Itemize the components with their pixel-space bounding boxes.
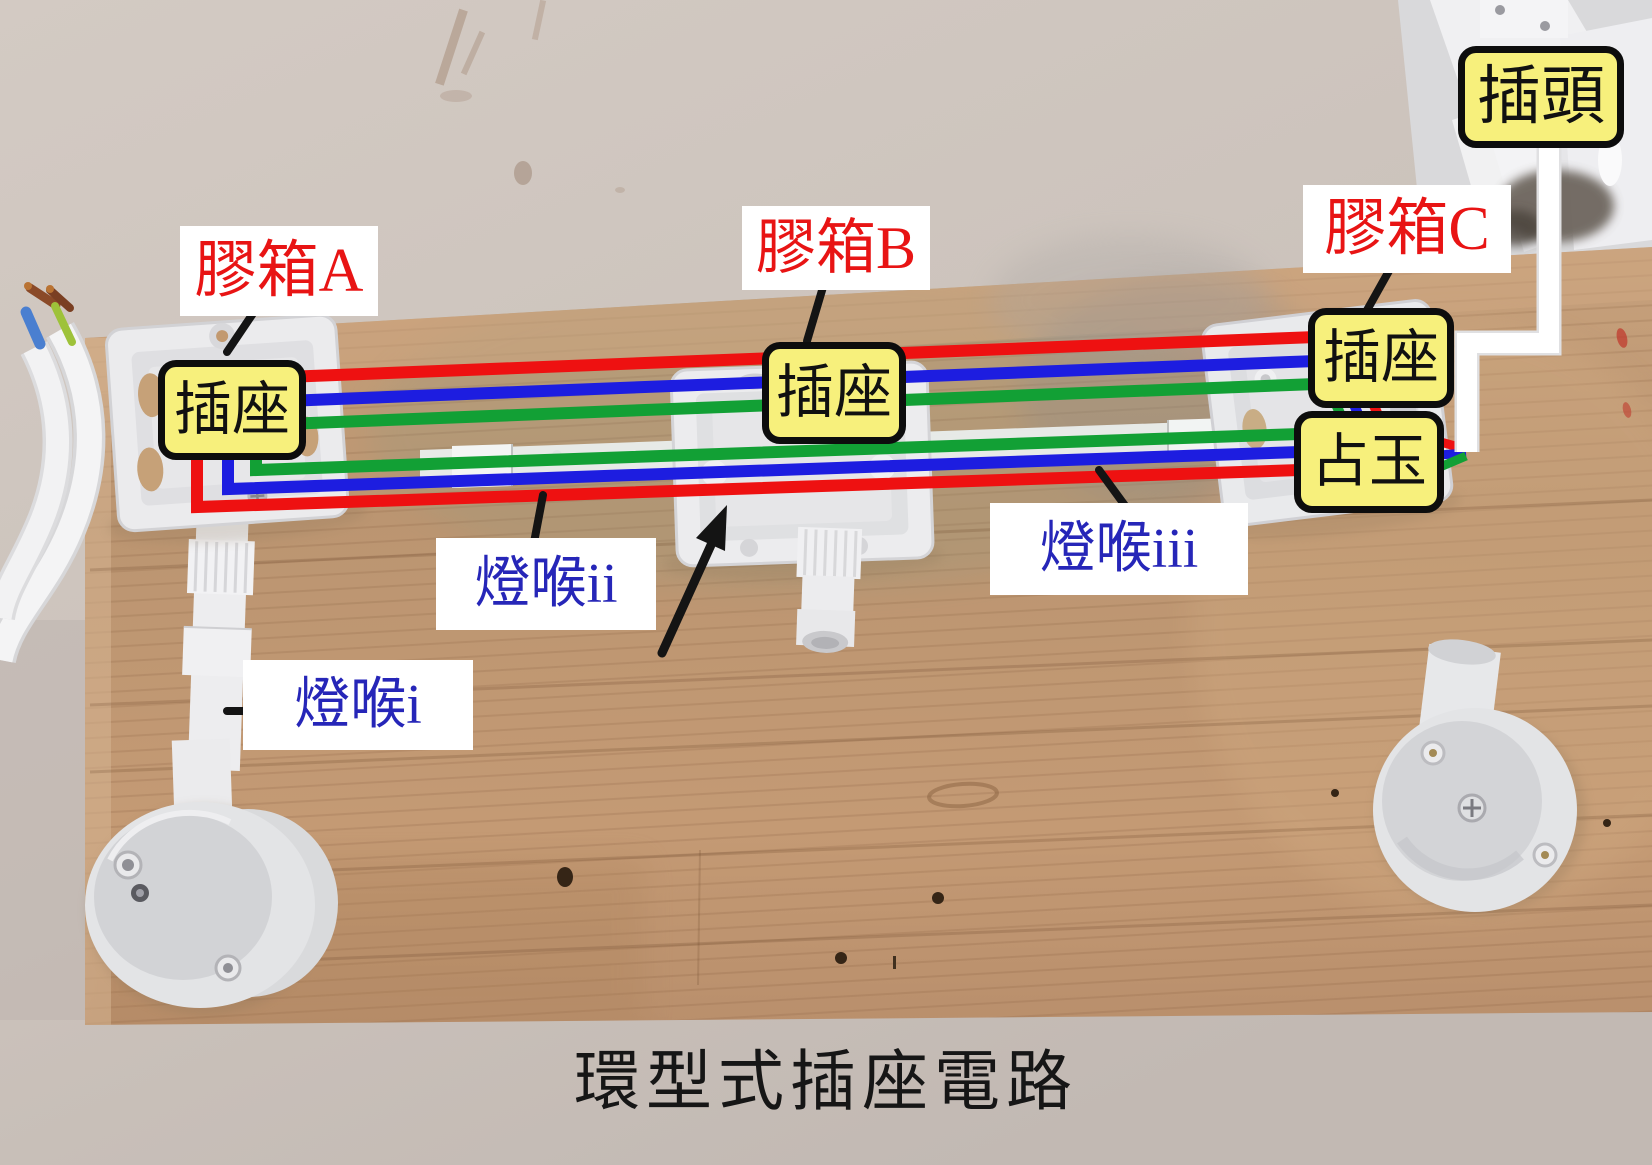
label-box-a: 膠箱A xyxy=(180,226,378,316)
image-title: 環型式插座電路 xyxy=(0,1028,1652,1124)
table-stains xyxy=(435,0,625,193)
label-box-c-text: 膠箱C xyxy=(1324,195,1490,263)
label-conduit-iii-text: 燈喉iii xyxy=(1039,518,1199,580)
cable-conductors xyxy=(20,282,76,350)
coiled-cable xyxy=(0,282,106,664)
label-socket-c: 插座 xyxy=(1308,308,1454,408)
label-plug: 插頭 xyxy=(1458,46,1624,148)
annotation-pointers xyxy=(223,258,1398,715)
label-plug-text: 插頭 xyxy=(1477,61,1605,132)
label-conduit-i: 燈喉i xyxy=(243,660,473,750)
label-box-b: 膠箱B xyxy=(742,206,930,290)
pointer-box-b xyxy=(803,283,827,345)
label-socket-a: 插座 xyxy=(158,360,306,460)
label-conduit-ii: 燈喉ii xyxy=(436,538,656,630)
big-arrow xyxy=(657,505,727,658)
conduit-box-b xyxy=(796,526,863,653)
wire-white-plug xyxy=(1454,128,1562,452)
label-box-b-text: 膠箱B xyxy=(755,215,917,281)
label-socket-b-text: 插座 xyxy=(775,360,892,425)
label-conduit-ii-text: 燈喉ii xyxy=(474,553,618,615)
label-conduit-i-text: 燈喉i xyxy=(294,674,422,736)
label-socket-a-text: 插座 xyxy=(173,377,290,442)
label-conduit-iii: 燈喉iii xyxy=(990,503,1248,595)
label-socket-c-text: 插座 xyxy=(1322,325,1439,390)
label-socket-b: 插座 xyxy=(762,342,906,444)
label-spur: 占玉 xyxy=(1294,411,1444,513)
round-box-left xyxy=(85,802,338,1015)
label-spur-text: 占玉 xyxy=(1310,429,1427,494)
round-box-right xyxy=(1373,639,1586,915)
label-box-a-text: 膠箱A xyxy=(194,237,364,305)
label-box-c: 膠箱C xyxy=(1303,185,1511,273)
image-title-text: 環型式插座電路 xyxy=(574,1046,1078,1119)
